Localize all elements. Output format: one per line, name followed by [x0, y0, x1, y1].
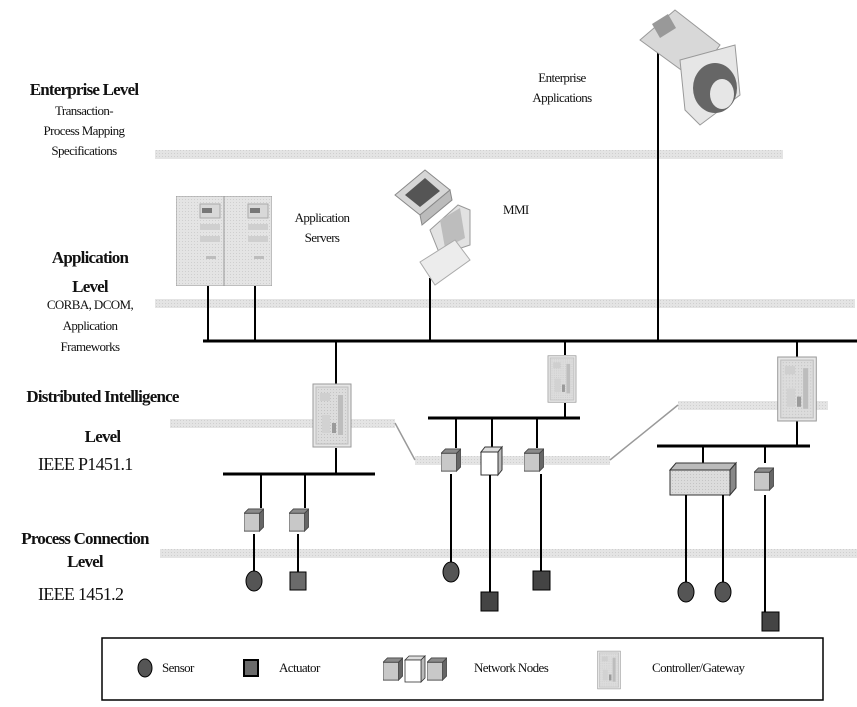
legend-controller-label: Controller/Gateway [652, 660, 745, 675]
controller-gateway-icon [777, 356, 817, 422]
legend-box [101, 637, 824, 701]
network-node-icon [289, 508, 309, 532]
sensor-icon [245, 570, 263, 592]
distributed-level-title: Distributed Intelligence Level [10, 377, 195, 457]
application-server-icon [176, 196, 224, 286]
distributed-title-line: Distributed Intelligence [26, 387, 179, 406]
network-node-icon [668, 461, 738, 497]
application-title-line: Application [51, 248, 129, 267]
enterprise-detail-line: Transaction- [54, 103, 114, 118]
actuator-icon [480, 591, 499, 612]
sensor-icon [677, 581, 695, 603]
application-detail-line: CORBA, DCOM, [46, 297, 134, 312]
legend-actuator-label: Actuator [279, 660, 320, 675]
application-servers-line: Application [294, 210, 350, 225]
actuator-icon [532, 570, 551, 591]
actuator-icon [289, 571, 307, 591]
enterprise-level-detail: Transaction- Process Mapping Specificati… [28, 101, 140, 161]
distributed-title-line: Level [84, 427, 121, 446]
controller-gateway-icon [312, 383, 352, 448]
application-detail-line: Frameworks [60, 339, 121, 354]
distributed-band-left [170, 419, 395, 428]
mmi-workstation-icon [394, 169, 471, 286]
application-server-icon [224, 196, 272, 286]
enterprise-band [155, 150, 783, 159]
sensor-icon [714, 581, 732, 603]
network-node-icon [441, 448, 461, 472]
network-node-icon [244, 508, 264, 532]
enterprise-applications-label: Enterprise Applications [522, 68, 602, 108]
application-detail-line: Application [62, 318, 118, 333]
legend-controller-gateway-icon [597, 650, 621, 690]
enterprise-applications-line: Enterprise [538, 70, 586, 85]
controller-gateway-icon [547, 355, 577, 403]
network-node-icon [754, 467, 774, 491]
process-level-title: Process Connection Level [10, 527, 160, 573]
process-level-standard: IEEE 1451.2 [38, 584, 124, 604]
application-band [155, 299, 855, 308]
distributed-level-standard: IEEE P1451.1 [38, 454, 133, 474]
legend-actuator-icon [243, 659, 259, 677]
legend-sensor-label: Sensor [162, 660, 194, 675]
enterprise-level-title: Enterprise Level [29, 80, 139, 99]
process-title-line: Level [67, 552, 103, 571]
process-title-line: Process Connection [21, 529, 149, 548]
application-level-detail: CORBA, DCOM, Application Frameworks [35, 294, 145, 357]
enterprise-detail-line: Process Mapping [43, 123, 126, 138]
enterprise-workstation-icon [639, 9, 741, 126]
enterprise-detail-line: Specifications [51, 143, 117, 158]
legend-network-nodes-label: Network Nodes [474, 660, 549, 675]
network-node-icon [524, 448, 544, 472]
mmi-label: MMI [503, 202, 529, 217]
application-title-line: Level [72, 277, 108, 296]
enterprise-applications-line: Applications [532, 90, 592, 105]
application-level-title: Application Level [45, 243, 135, 301]
network-node-icon [479, 445, 504, 477]
application-servers-line: Servers [304, 230, 340, 245]
legend-sensor-icon [137, 658, 153, 678]
application-servers-label: Application Servers [282, 208, 362, 248]
actuator-icon [761, 611, 780, 632]
legend-network-nodes-icon [383, 655, 447, 683]
distributed-band-right [678, 401, 828, 410]
process-band [160, 549, 857, 558]
sensor-icon [442, 561, 460, 583]
distributed-band-mid [415, 456, 610, 465]
